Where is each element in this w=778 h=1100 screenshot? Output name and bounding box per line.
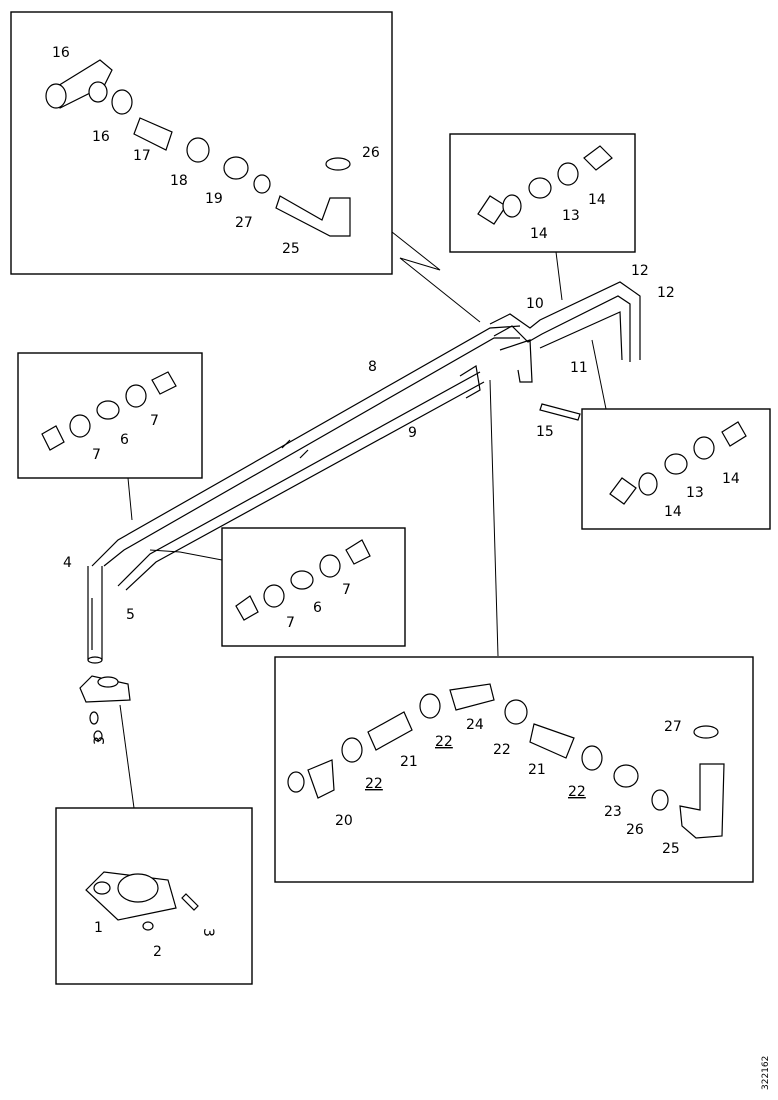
detail-bottom-left-parts bbox=[85, 871, 199, 931]
detail-box-right bbox=[581, 408, 771, 530]
label-14-right-b: 14 bbox=[664, 504, 682, 520]
leader-lines bbox=[119, 231, 607, 809]
label-2: 2 bbox=[153, 944, 162, 960]
label-7-cl-a: 7 bbox=[286, 615, 295, 631]
label-25-lower: 25 bbox=[662, 841, 680, 857]
label-3-detail: 3 bbox=[200, 928, 216, 937]
label-25-top: 25 bbox=[282, 241, 300, 257]
label-15: 15 bbox=[536, 424, 554, 440]
label-22-d: 22 bbox=[568, 784, 586, 800]
label-13-right: 13 bbox=[686, 485, 704, 501]
label-10: 10 bbox=[526, 296, 544, 312]
label-16-top: 16 bbox=[52, 45, 70, 61]
label-21-b: 21 bbox=[528, 762, 546, 778]
label-13-top: 13 bbox=[562, 208, 580, 224]
label-16: 16 bbox=[92, 129, 110, 145]
label-26-lower: 26 bbox=[626, 822, 644, 838]
label-27-lower: 27 bbox=[664, 719, 682, 735]
figure-id: 322162 bbox=[761, 1056, 771, 1090]
label-12-a: 12 bbox=[631, 263, 649, 279]
label-24: 24 bbox=[466, 717, 484, 733]
label-21-a: 21 bbox=[400, 754, 418, 770]
detail-lower-right-parts bbox=[287, 683, 725, 839]
label-7-cl-b: 7 bbox=[342, 582, 351, 598]
detail-box-center-left bbox=[221, 527, 406, 647]
label-22-c: 22 bbox=[365, 776, 383, 792]
label-6-ml: 6 bbox=[120, 432, 129, 448]
detail-box-bottom-left bbox=[55, 807, 253, 985]
label-27-top: 27 bbox=[235, 215, 253, 231]
detail-mid-left-parts bbox=[41, 371, 177, 451]
label-20: 20 bbox=[335, 813, 353, 829]
label-1: 1 bbox=[94, 920, 103, 936]
label-14-top-b: 14 bbox=[530, 226, 548, 242]
detail-box-top-right bbox=[449, 133, 636, 253]
label-4: 4 bbox=[63, 555, 72, 571]
label-14-right-a: 14 bbox=[722, 471, 740, 487]
detail-center-left-parts bbox=[235, 539, 371, 621]
detail-top-left-parts bbox=[45, 59, 351, 237]
main-pipe-assembly bbox=[79, 281, 641, 742]
label-8: 8 bbox=[368, 359, 377, 375]
label-22-b: 22 bbox=[493, 742, 511, 758]
callout-labels: 16 16 17 18 19 26 27 25 13 14 14 12 12 1… bbox=[52, 45, 740, 960]
label-9: 9 bbox=[408, 425, 417, 441]
label-3-main: 3 bbox=[92, 736, 108, 745]
detail-box-lower-right bbox=[274, 656, 754, 883]
label-6-cl: 6 bbox=[313, 600, 322, 616]
label-26-top: 26 bbox=[362, 145, 380, 161]
detail-top-right-parts bbox=[477, 145, 613, 225]
label-12-b: 12 bbox=[657, 285, 675, 301]
label-18: 18 bbox=[170, 173, 188, 189]
label-22-a: 22 bbox=[435, 734, 453, 750]
label-19: 19 bbox=[205, 191, 223, 207]
detail-box-mid-left bbox=[17, 352, 203, 479]
label-14-top-a: 14 bbox=[588, 192, 606, 208]
label-7-ml-a: 7 bbox=[92, 447, 101, 463]
label-5: 5 bbox=[126, 607, 135, 623]
label-11: 11 bbox=[570, 360, 588, 376]
detail-right-parts bbox=[609, 421, 747, 505]
detail-box-top-left bbox=[10, 11, 393, 275]
label-7-ml-b: 7 bbox=[150, 413, 159, 429]
label-17: 17 bbox=[133, 148, 151, 164]
label-23: 23 bbox=[604, 804, 622, 820]
